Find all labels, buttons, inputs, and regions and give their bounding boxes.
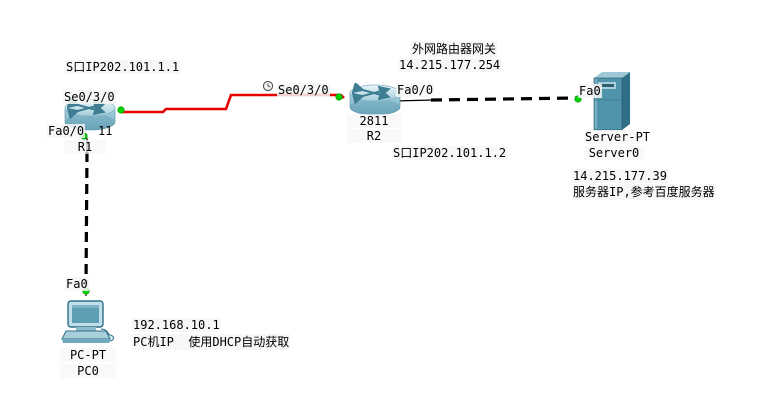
pc-icon[interactable] (60, 300, 116, 348)
r1-model-fragment: 11 (98, 124, 113, 138)
note-server-desc[interactable]: 服务器IP,参考百度服务器 (572, 184, 716, 200)
note-gateway-title[interactable]: 外网路由器网关 (411, 41, 498, 57)
r1-name-label[interactable]: R1 (64, 140, 106, 154)
ethernet-link-r2-server[interactable] (430, 96, 578, 102)
port-led (117, 106, 125, 114)
ethernet-link-r1-pc[interactable] (84, 151, 89, 285)
server-port-label: Fa0 (578, 84, 602, 98)
note-pc-ip[interactable]: 192.168.10.1 (132, 318, 221, 332)
clock-icon (262, 80, 274, 92)
note-r2-serial-ip[interactable]: S口IP202.101.1.2 (392, 146, 508, 160)
server-icon[interactable] (590, 70, 636, 136)
server-model-label: Server-PT (584, 130, 651, 144)
note-gateway-ip[interactable]: 14.215.177.254 (398, 58, 502, 72)
note-server-ip[interactable]: 14.215.177.39 (572, 169, 668, 183)
router-icon[interactable] (348, 83, 402, 117)
r1-serial-port-label: Se0/3/0 (63, 90, 116, 104)
port-led (335, 93, 343, 101)
server-name-label[interactable]: Server0 (584, 146, 644, 160)
r1-fast-port-label: Fa0/0 (47, 124, 86, 138)
serial-link-r1-r2[interactable] (122, 93, 345, 114)
pc-port-label: Fa0 (65, 277, 89, 291)
port-led-group (80, 93, 582, 295)
r2-model-label: 2811 (347, 114, 401, 128)
pc-model-label: PC-PT (60, 348, 116, 362)
r2-serial-port-label: Se0/3/0 (277, 83, 330, 97)
note-r1-serial-ip[interactable]: S口IP202.101.1.1 (65, 60, 181, 74)
r2-fast-port-label: Fa0/0 (396, 83, 435, 97)
pc-name-label[interactable]: PC0 (60, 364, 116, 378)
ethernet-link-r2-server-lead[interactable] (393, 99, 435, 102)
r2-name-label[interactable]: R2 (347, 129, 401, 143)
note-pc-desc[interactable]: PC机IP 使用DHCP自动获取 (132, 334, 291, 350)
